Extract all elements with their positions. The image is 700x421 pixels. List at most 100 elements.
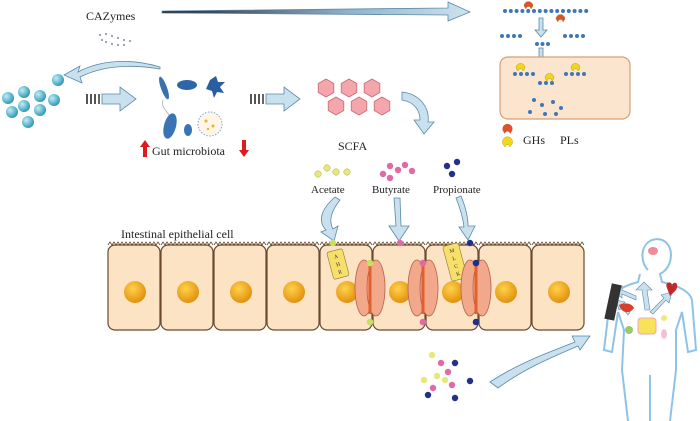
up-arrow-icon (140, 140, 150, 157)
scfa-hexagons-icon (317, 78, 391, 116)
sugar-unit (513, 72, 517, 76)
nucleus (230, 281, 252, 303)
scfa-molecule (424, 391, 432, 399)
sugar-unit (525, 72, 529, 76)
butyrate-molecule (386, 162, 394, 170)
propionate-molecule (443, 162, 451, 170)
monosaccharide-ball (2, 92, 14, 104)
monosaccharide-ball (6, 106, 18, 118)
scfa-molecule (466, 239, 474, 247)
scfa-molecule (419, 318, 427, 326)
cazyme-dot (105, 41, 107, 43)
acetate-arrow-icon (320, 196, 341, 242)
sugar-unit (531, 72, 535, 76)
sugar-unit (518, 34, 522, 38)
cazyme-dot (117, 37, 119, 39)
monosaccharide-ball (18, 100, 30, 112)
sugar-unit (526, 9, 531, 13)
nucleus (495, 281, 517, 303)
cazyme-dots-icon (99, 33, 131, 46)
nucleus (177, 281, 199, 303)
gut-microbiota-icon (159, 76, 225, 139)
mlck-letter: L (452, 256, 457, 263)
sugar-unit (564, 72, 568, 76)
sugar-unit (506, 34, 510, 38)
ghs-label: GHs (523, 133, 545, 147)
acetate-dots-icon (314, 164, 351, 178)
scfa-molecule (451, 394, 459, 402)
butyrate-molecule (386, 174, 394, 182)
scfa-molecule (420, 376, 428, 384)
pl-enzyme-legend-icon (502, 136, 513, 148)
scfa-molecule (366, 318, 374, 326)
cazyme-dot (129, 40, 131, 42)
degradation-arrow-1-icon (534, 17, 548, 38)
acetate-label: Acetate (311, 184, 345, 196)
polysaccharide-chains-icon (500, 1, 589, 46)
scfa-molecule (428, 351, 436, 359)
sugar-unit (508, 9, 513, 13)
butyrate-label: Butyrate (372, 184, 410, 196)
striped-arrow-2-icon (250, 86, 301, 112)
nucleus (442, 281, 464, 303)
gh-enzyme (523, 1, 534, 10)
junction-channel (421, 262, 425, 314)
scfa-hexagon (363, 78, 381, 98)
sugar-unit (540, 103, 544, 107)
microvilli (160, 241, 214, 246)
sugar-unit (512, 34, 516, 38)
cazyme-dot (99, 34, 101, 36)
sugar-unit (532, 9, 536, 13)
scfa-molecule (441, 376, 449, 384)
scfa-hexagon (317, 78, 335, 98)
sugar-unit (540, 42, 545, 46)
butyrate-arrow-icon (388, 197, 410, 242)
mlck-letter: C (454, 263, 459, 270)
acetate-molecule (343, 168, 351, 176)
sugar-unit (584, 9, 589, 13)
cazyme-dot (111, 35, 113, 37)
butyrate-dots-icon (379, 161, 416, 182)
cazyme-dot (111, 43, 113, 45)
monosaccharide-ball (22, 116, 34, 128)
tight-junction-channels (329, 239, 492, 326)
nucleus (548, 281, 570, 303)
gh-enzyme-legend-icon (502, 123, 513, 134)
gut-microbiota-label: Gut microbiota (152, 144, 226, 158)
microvilli (213, 241, 267, 246)
sugar-unit (582, 72, 586, 76)
sugar-unit (543, 9, 548, 13)
acetate-molecule (323, 164, 331, 172)
scfa-molecule (437, 359, 445, 367)
sugar-unit (537, 9, 542, 13)
sugar-unit (550, 81, 554, 85)
scfa-molecule (433, 372, 441, 380)
intestinal-cell-label: Intestinal epithelial cell (121, 227, 234, 241)
sugar-unit (578, 9, 583, 13)
monosaccharide-ball (18, 86, 30, 98)
ahr-letter: A (333, 254, 338, 261)
sugar-unit (535, 42, 539, 46)
scfa-label: SCFA (338, 139, 367, 153)
sugar-unit (570, 72, 574, 76)
monosaccharide-ball (34, 90, 46, 102)
scfa-molecule (329, 239, 337, 247)
striped-arrow-1-icon (86, 86, 137, 112)
monosaccharide-balls-icon (2, 74, 64, 128)
scfa-molecule (472, 259, 480, 267)
butyrate-molecule (408, 167, 416, 175)
sugar-unit (532, 98, 536, 102)
gh-enzyme (555, 14, 566, 23)
ahr-letter: H (336, 262, 341, 269)
cazyme-dot (101, 39, 103, 41)
mlck-kinase-icon: M L C K (442, 242, 468, 282)
sugar-unit (520, 9, 525, 13)
scfa-hexagon (327, 96, 345, 116)
mlck-letter: K (456, 271, 461, 278)
scfa-molecule (472, 318, 480, 326)
scfa-mix-cluster-icon (420, 351, 474, 402)
scfa-hexagon (373, 96, 391, 116)
sugar-unit (563, 34, 567, 38)
propionate-arrow-icon (455, 195, 476, 241)
